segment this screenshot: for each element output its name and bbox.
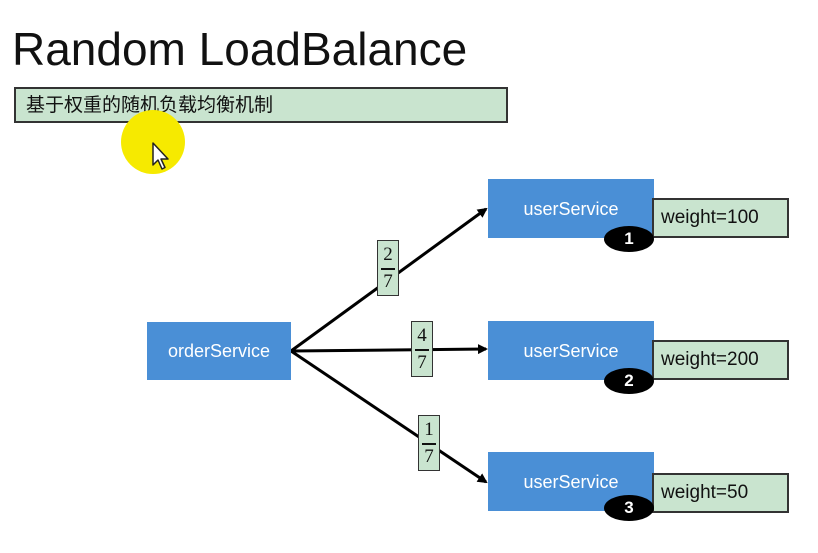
page-title: Random LoadBalance (12, 23, 468, 75)
fraction-numerator: 1 (424, 419, 434, 440)
arrow-to-service-2 (290, 344, 488, 355)
fraction-bar (422, 443, 436, 445)
fraction-numerator: 2 (383, 244, 393, 265)
subtitle-box: 基于权重的随机负载均衡机制 (14, 87, 508, 123)
fraction-bar (415, 349, 429, 351)
arrow-to-service-3 (290, 349, 488, 484)
probability-fraction-3: 1 7 (418, 415, 440, 471)
weight-label-2: weight=200 (652, 340, 789, 380)
user-service-box-2: userService (488, 321, 654, 380)
instance-badge-3: 3 (604, 495, 654, 521)
mouse-pointer-icon (152, 142, 169, 170)
weight-label-3: weight=50 (652, 473, 789, 513)
fraction-denominator: 7 (424, 446, 434, 467)
instance-badge-1: 1 (604, 226, 654, 252)
fraction-denominator: 7 (383, 271, 393, 292)
probability-fraction-1: 2 7 (377, 240, 399, 296)
weight-label-1: weight=100 (652, 198, 789, 238)
fraction-bar (381, 268, 395, 270)
fraction-denominator: 7 (417, 352, 427, 373)
order-service-box: orderService (147, 322, 291, 380)
probability-fraction-2: 4 7 (411, 321, 433, 377)
fraction-numerator: 4 (417, 325, 427, 346)
instance-badge-2: 2 (604, 368, 654, 394)
